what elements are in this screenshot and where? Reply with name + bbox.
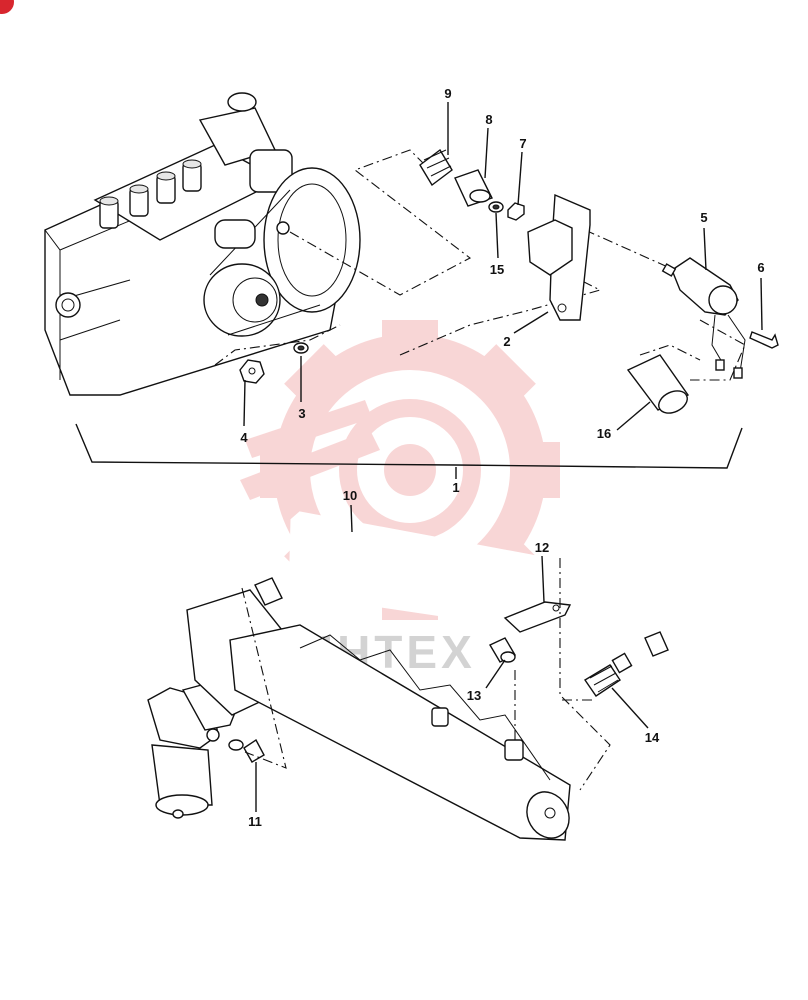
fuel-filter <box>147 679 241 819</box>
part-9-spring <box>419 148 453 187</box>
callout-3: 3 <box>298 406 305 421</box>
callout-4: 4 <box>240 430 248 445</box>
part-8-plunger <box>454 169 493 207</box>
callout-15: 15 <box>490 262 504 277</box>
callout-bracket-1 <box>75 423 743 469</box>
lower-leader-lines <box>241 558 611 791</box>
callout-8: 8 <box>485 112 492 127</box>
callout-1: 1 <box>452 480 459 495</box>
callout-leaders <box>243 102 763 812</box>
callout-7: 7 <box>519 136 526 151</box>
part-13-sleeve <box>489 637 516 663</box>
part-16-sleeve <box>626 354 690 414</box>
callout-16: 16 <box>597 426 611 441</box>
callout-10: 10 <box>343 488 357 503</box>
part-14-connector <box>584 652 633 697</box>
callout-9: 9 <box>444 86 451 101</box>
callout-5: 5 <box>700 210 707 225</box>
engine-block <box>44 92 361 396</box>
part-6-screw <box>749 331 779 349</box>
part-2-bracket <box>527 193 591 321</box>
part-11-fitting <box>228 738 265 763</box>
callout-14: 14 <box>645 730 660 745</box>
fuel-manifold <box>229 624 571 841</box>
part-3-washer <box>293 342 309 354</box>
callout-11: 11 <box>248 814 262 829</box>
callout-13: 13 <box>467 688 481 703</box>
part-7-nut <box>507 202 525 221</box>
callout-12: 12 <box>535 540 549 555</box>
callout-2: 2 <box>503 334 510 349</box>
part-15-washer <box>488 201 504 213</box>
callout-6: 6 <box>757 260 764 275</box>
part-10-fuel-line <box>254 511 672 657</box>
part-4-nut <box>239 359 265 384</box>
part-12-clamp <box>503 601 572 633</box>
upper-leader-lines <box>214 149 746 381</box>
part-5-solenoid <box>661 257 746 379</box>
